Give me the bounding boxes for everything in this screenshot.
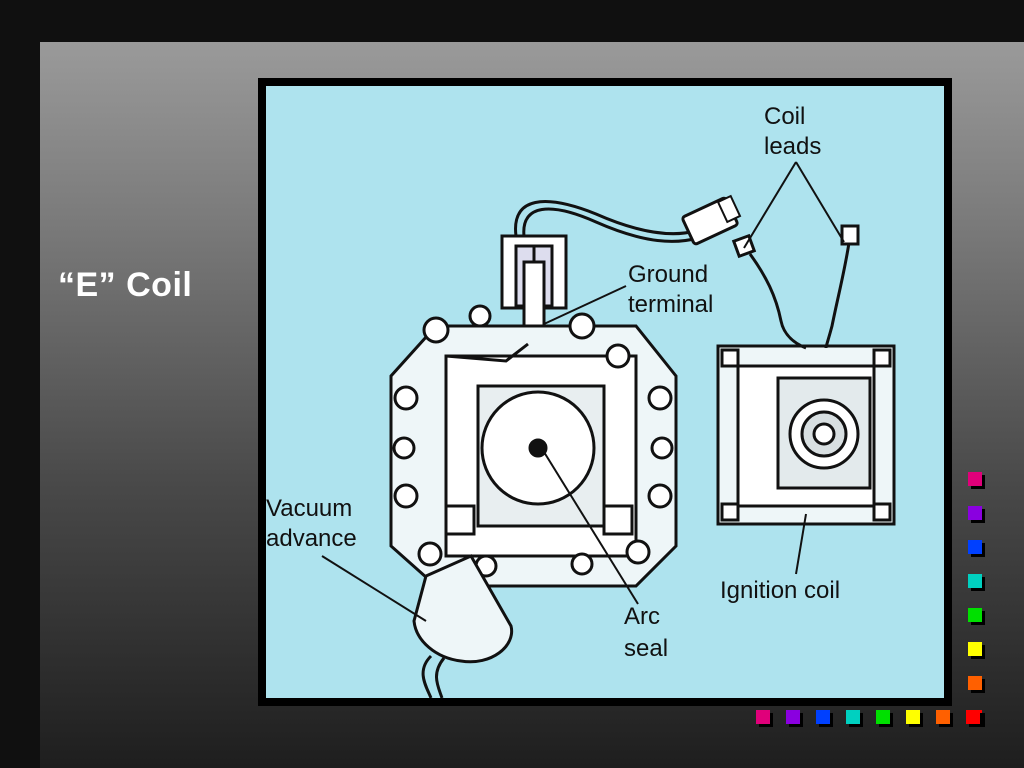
decor-square-horizontal [936, 710, 950, 724]
decor-square-vertical [968, 676, 982, 690]
decor-square-vertical [968, 506, 982, 520]
decor-square-vertical [968, 608, 982, 622]
ground-terminal-leader [543, 285, 627, 325]
ignition-coil-leader [795, 513, 807, 575]
decor-square-horizontal [756, 710, 770, 724]
decor-square-vertical [968, 472, 982, 486]
coil-leads-leader-2 [795, 161, 845, 243]
svg-text:advance: advance [266, 525, 357, 552]
ignition-coil [716, 344, 896, 526]
svg-text:terminal: terminal [628, 291, 713, 318]
coil-lead-wires [748, 235, 852, 350]
distributor-diagram: Coil leads Ground terminal Vacuum advanc… [266, 86, 944, 698]
distributor-body [389, 324, 678, 588]
ground-terminal-label: Ground terminal [628, 261, 713, 318]
decor-square-horizontal [816, 710, 830, 724]
decor-square-vertical [968, 642, 982, 656]
decor-square-horizontal [906, 710, 920, 724]
arc-seal-label: Arc seal [624, 603, 668, 662]
ignition-coil-label: Ignition coil [720, 577, 840, 604]
svg-text:seal: seal [624, 635, 668, 662]
svg-text:leads: leads [764, 133, 821, 160]
coil-leads-leader-1 [743, 161, 797, 249]
coil-leads-label: Coil leads [764, 103, 821, 160]
distributor-bolts [392, 304, 674, 578]
arc-seal-leader [543, 451, 639, 605]
svg-text:Ground: Ground [628, 261, 708, 288]
decor-square-vertical [968, 574, 982, 588]
slide-title: “E” Coil [58, 266, 193, 304]
vacuum-advance-label: Vacuum advance [266, 495, 357, 552]
vacuum-advance-unit [412, 554, 514, 698]
leader-lines [321, 161, 845, 622]
svg-text:Vacuum: Vacuum [266, 495, 352, 522]
decor-square-horizontal [966, 710, 980, 724]
coil-lead-terminals [731, 224, 860, 259]
svg-text:Arc: Arc [624, 603, 660, 630]
decor-square-vertical [968, 540, 982, 554]
svg-text:Coil: Coil [764, 103, 805, 130]
vacuum-advance-leader [321, 555, 427, 622]
distributor-wire [514, 200, 699, 243]
svg-text:Ignition coil: Ignition coil [720, 577, 840, 604]
ground-terminal-tower [500, 234, 568, 346]
decor-square-horizontal [786, 710, 800, 724]
decor-square-horizontal [846, 710, 860, 724]
wire-connector [681, 194, 742, 246]
diagram-frame: Coil leads Ground terminal Vacuum advanc… [258, 78, 952, 706]
decor-square-horizontal [876, 710, 890, 724]
